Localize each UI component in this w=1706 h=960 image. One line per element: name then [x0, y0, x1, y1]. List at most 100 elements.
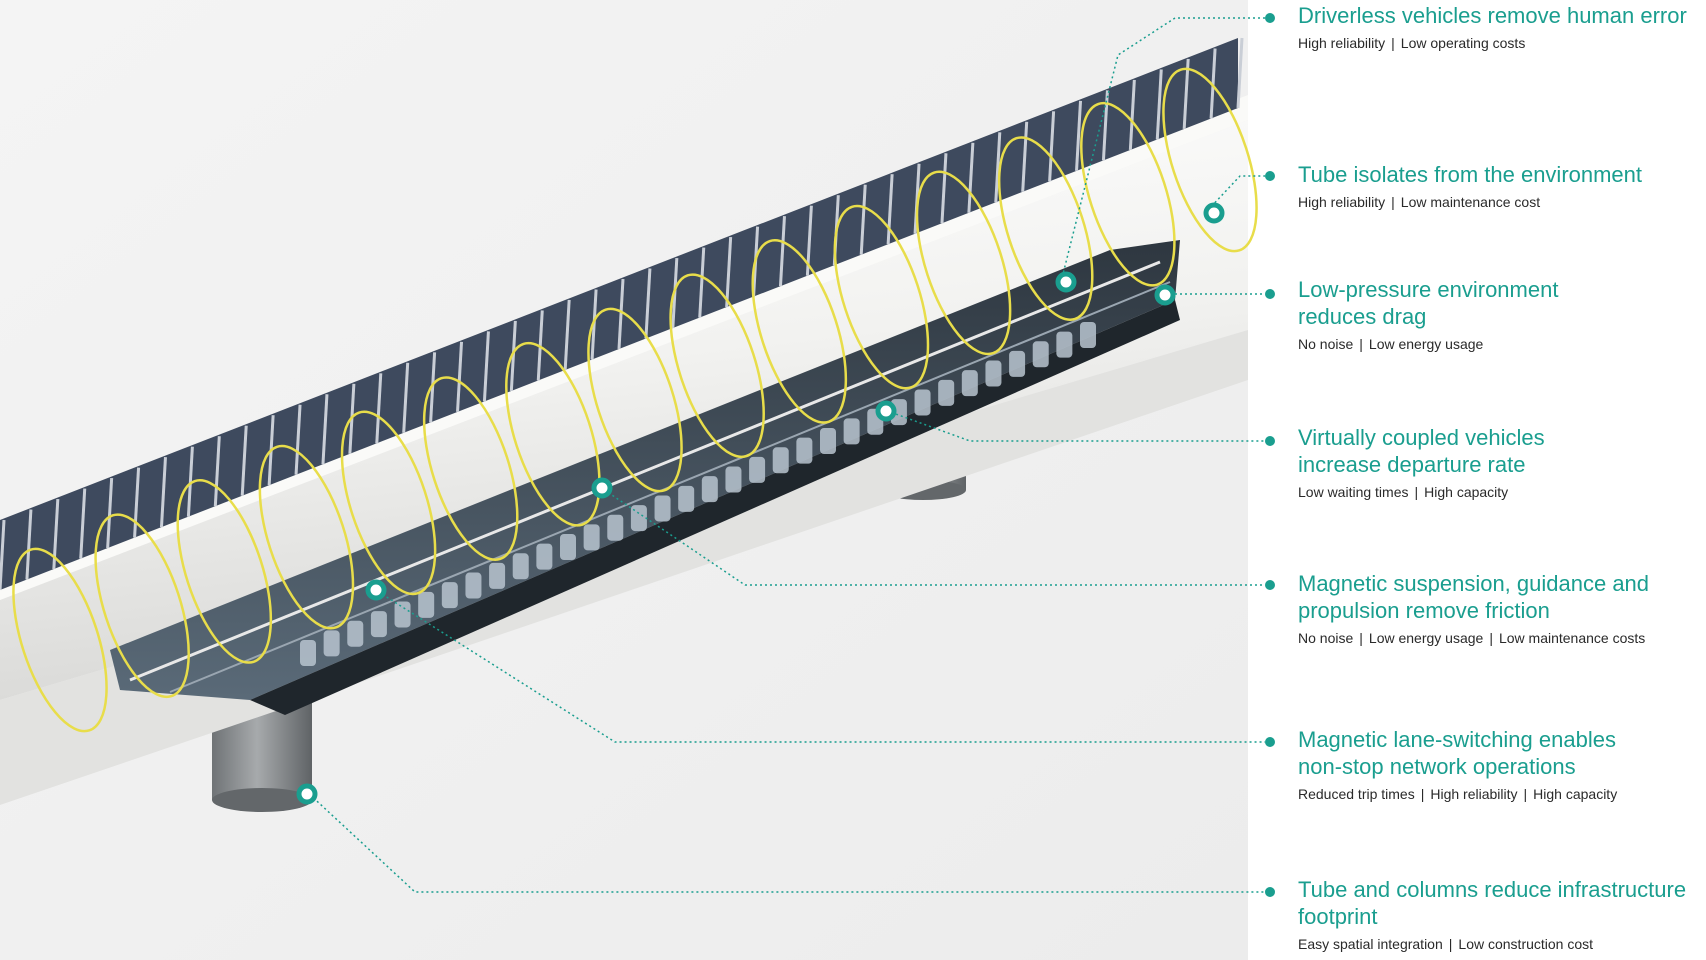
solar-panel-divider	[186, 446, 194, 517]
solar-panel-divider	[1021, 121, 1029, 192]
solar-panel-divider	[563, 299, 571, 371]
solar-panel-divider	[1048, 111, 1056, 182]
feature-benefits: High reliability|Low maintenance cost	[1298, 193, 1698, 211]
tube-ring	[422, 376, 519, 561]
feature-infrastructure-footprint: Tube and columns reduce infrastructure f…	[1298, 876, 1698, 953]
solar-panel-divider	[644, 268, 652, 339]
marker-tube-isolation	[1203, 202, 1225, 224]
solar-panel-divider	[617, 278, 625, 350]
solar-panel-divider	[375, 373, 383, 444]
feature-low-pressure: Low-pressure environment reduces drag No…	[1298, 276, 1598, 353]
tube-ring	[505, 341, 601, 527]
benefit: Low maintenance costs	[1498, 630, 1646, 646]
tube-ring	[176, 479, 273, 664]
benefit: High capacity	[1424, 484, 1509, 500]
seat	[678, 485, 695, 512]
benefit: High reliability	[1298, 35, 1386, 51]
seat	[701, 476, 718, 503]
seat	[772, 447, 789, 474]
solar-panel-divider	[886, 174, 894, 245]
seat	[300, 640, 316, 666]
marker-columns	[296, 783, 318, 805]
seat	[607, 514, 624, 541]
separator: |	[1523, 786, 1528, 802]
feature-benefits: Reduced trip times|High reliability|High…	[1298, 785, 1648, 803]
marker-virtual-coupling	[875, 400, 897, 422]
tube-ring	[669, 273, 765, 459]
benefit: High reliability	[1430, 786, 1518, 802]
seat	[512, 553, 529, 580]
seat	[560, 534, 576, 560]
benefit: Low waiting times	[1298, 484, 1409, 500]
solar-panel-divider	[79, 488, 87, 559]
marker-magnetic-suspension	[591, 477, 613, 499]
feature-title: Driverless vehicles remove human error	[1298, 3, 1687, 28]
solar-panel-divider	[106, 478, 114, 549]
seat	[796, 437, 813, 464]
solar-panel-divider	[429, 352, 437, 423]
seat	[583, 524, 600, 551]
marker-lane-switching	[365, 579, 387, 601]
tube-rings	[12, 67, 1258, 733]
separator: |	[1420, 786, 1425, 802]
seat	[441, 582, 458, 609]
marker-low-pressure	[1154, 284, 1176, 306]
solar-panel-divider	[1128, 79, 1136, 150]
solar-panel-divider	[133, 467, 141, 538]
seat	[630, 505, 647, 532]
solar-panel-divider	[940, 153, 948, 224]
text-panel-background	[1248, 0, 1706, 960]
solar-panel-divider	[1075, 100, 1083, 171]
tube-ring	[258, 444, 355, 630]
feature-benefits: No noise|Low energy usage|Low maintenanc…	[1298, 629, 1658, 647]
seat	[985, 360, 1002, 387]
feature-magnetic-suspension: Magnetic suspension, guidance and propul…	[1298, 570, 1658, 647]
solar-panel-divider	[321, 394, 329, 465]
solar-panel-divider	[0, 519, 6, 591]
separator: |	[1391, 35, 1395, 51]
benefit: Low construction cost	[1458, 936, 1594, 952]
seat	[1080, 322, 1096, 348]
separator: |	[1359, 630, 1363, 646]
feature-title: Tube isolates from the environment	[1298, 162, 1643, 187]
feature-title: Tube and columns reduce infrastructure f…	[1298, 877, 1687, 929]
seat	[536, 543, 553, 570]
feature-benefits: No noise|Low energy usage	[1298, 335, 1598, 353]
solar-panel-divider	[482, 331, 490, 402]
seat	[347, 620, 364, 647]
solar-panel-divider	[859, 184, 867, 255]
solar-panel-divider	[213, 436, 221, 507]
seat	[323, 630, 340, 657]
solar-panel-divider	[294, 404, 302, 475]
seat	[465, 572, 482, 599]
seat	[938, 379, 955, 406]
benefit: Low energy usage	[1368, 630, 1484, 646]
seat	[654, 495, 671, 522]
feature-benefits: Low waiting times|High capacity	[1298, 483, 1598, 501]
solar-panel-divider	[240, 425, 248, 496]
benefit: High capacity	[1533, 786, 1618, 802]
solar-panel-divider	[994, 132, 1002, 203]
solar-panel-divider	[1182, 58, 1190, 130]
tube-ring	[751, 239, 848, 424]
feature-title: Low-pressure environment reduces drag	[1298, 277, 1559, 329]
solar-panel-divider	[1236, 37, 1244, 109]
tube-ring	[12, 547, 108, 733]
seat	[1009, 350, 1026, 377]
solar-panel-divider	[159, 457, 167, 528]
seat	[418, 591, 435, 618]
benefit: No noise	[1298, 630, 1354, 646]
benefit: Easy spatial integration	[1298, 936, 1443, 952]
tube-ring	[94, 513, 190, 699]
callout-markers	[296, 202, 1225, 805]
feature-lane-switching: Magnetic lane-switching enables non-stop…	[1298, 726, 1648, 803]
feature-title: Magnetic suspension, guidance and propul…	[1298, 571, 1650, 623]
marker-driverless	[1055, 271, 1077, 293]
seat	[961, 370, 978, 397]
feature-driverless: Driverless vehicles remove human error H…	[1298, 2, 1698, 52]
seat	[914, 389, 931, 416]
benefit: Low maintenance cost	[1400, 194, 1541, 210]
feature-title: Magnetic lane-switching enables non-stop…	[1298, 727, 1616, 779]
separator: |	[1359, 336, 1363, 352]
